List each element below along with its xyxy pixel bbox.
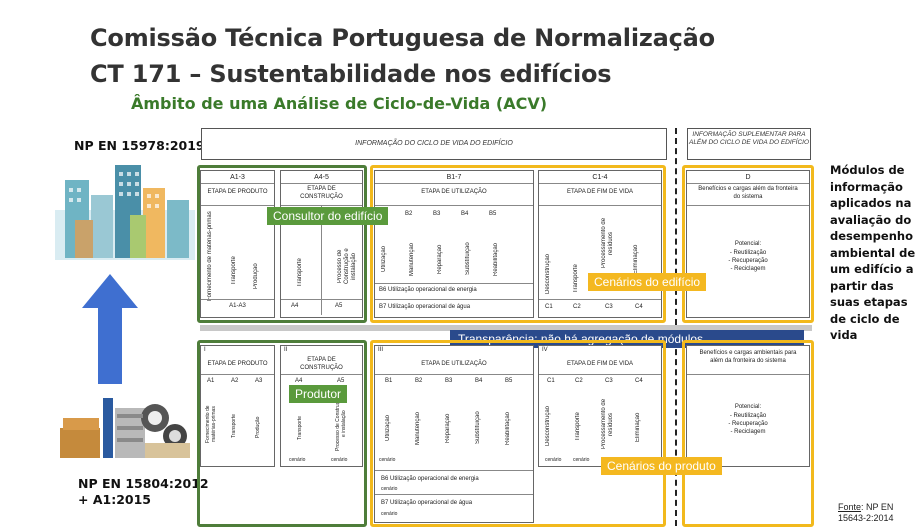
- potential-item: - Reutilização: [729, 250, 767, 256]
- scenario-label: cenário: [289, 457, 306, 463]
- module-code: C3: [605, 378, 613, 384]
- stage-title: ETAPA DE PRODUTO: [207, 361, 268, 367]
- potential-label: Potencial:: [734, 404, 762, 410]
- product-beyond-frame: [682, 340, 814, 527]
- module-code: B5: [489, 211, 497, 217]
- module-b6: B6 Utilização operacional de energia: [381, 476, 479, 482]
- standard-bottom-line1: NP EN 15804:2012: [78, 476, 209, 491]
- producer-frame: [197, 340, 367, 527]
- divider-bar: [200, 325, 812, 331]
- module-code: A5: [337, 378, 345, 384]
- module-code: C3: [605, 304, 613, 310]
- supplementary-header: INFORMAÇÃO SUPLEMENTAR PARA ALÉM DO CICL…: [687, 128, 811, 160]
- potential-item: - Reciclagem: [730, 429, 766, 435]
- right-description: Módulos de informação aplicados na avali…: [830, 163, 916, 342]
- potential-item: - Reciclagem: [730, 266, 766, 272]
- page-title-line2: CT 171 – Sustentabilidade nos edifícios: [90, 60, 612, 88]
- module-code: B1: [385, 378, 393, 384]
- stage-title: ETAPA DE UTILIZAÇÃO: [421, 361, 487, 367]
- potential-item: - Reutilização: [729, 413, 767, 419]
- stage-code: B1-7: [446, 174, 462, 181]
- up-arrow-icon: [82, 274, 138, 384]
- module-b7: B7 Utilização operacional de água: [379, 304, 471, 310]
- module-code: C1: [545, 304, 553, 310]
- source-text: : NP EN 15643-2:2014: [838, 502, 894, 523]
- building-consultant-frame: [197, 165, 367, 323]
- stage-code: A4-5: [314, 174, 329, 181]
- page-subtitle: Âmbito de uma Análise de Ciclo-de-Vida (…: [131, 94, 548, 113]
- stage-code: III: [378, 347, 384, 353]
- module-code: A1: [207, 378, 215, 384]
- product-scenarios-frame: [370, 340, 666, 527]
- module-b6: B6 Utilização operacional de energia: [379, 287, 477, 293]
- building-product-stage: A1-3 ETAPA DE PRODUTO Fornecimento de ma…: [200, 170, 275, 318]
- scenario-label: cenário: [545, 457, 562, 463]
- module-code: C2: [575, 378, 583, 384]
- scenario-label: cenário: [381, 511, 398, 517]
- building-beyond-boundary: D Benefícios e cargas além da fronteira …: [686, 170, 810, 318]
- producer-tag: Produtor: [289, 385, 348, 403]
- module-code: C2: [573, 304, 581, 310]
- source-note: Fonte: NP EN 15643-2:2014: [838, 502, 923, 524]
- module-code: B3: [433, 211, 441, 217]
- product-construction-stage: II ETAPA DE CONSTRUÇÃO A4 A5 Transporte …: [280, 345, 363, 467]
- stage-code: C1-4: [592, 174, 608, 181]
- building-info-header: INFORMAÇÃO DO CICLO DE VIDA DO EDIFÍCIO: [201, 128, 667, 160]
- page-title-line1: Comissão Técnica Portuguesa de Normaliza…: [90, 24, 715, 52]
- standard-bottom-line2: + A1:2015: [78, 492, 151, 507]
- potential-item: - Recuperação: [728, 421, 768, 427]
- module-code: C4: [635, 304, 643, 310]
- source-label: Fonte: [838, 502, 862, 512]
- stage-title: Benefícios e cargas ambientais para além…: [699, 350, 797, 364]
- module-code: B2: [415, 378, 423, 384]
- scenario-label: cenário: [381, 486, 398, 492]
- potential-item: - Recuperação: [728, 258, 768, 264]
- stage-code: I: [204, 347, 206, 353]
- buildings-illustration: [55, 160, 195, 260]
- scenario-label: cenário: [331, 457, 348, 463]
- module-code: B5: [505, 378, 513, 384]
- building-use-stage: B1-7 ETAPA DE UTILIZAÇÃO B2 B3 B4 B5 Uti…: [374, 170, 534, 318]
- building-beyond-frame: [682, 165, 814, 323]
- module-code: B4: [475, 378, 483, 384]
- stage-code: IV: [542, 347, 548, 353]
- stage-title: ETAPA DE CONSTRUÇÃO: [300, 186, 343, 200]
- module-code: B2: [405, 211, 413, 217]
- stage-code: D: [745, 174, 751, 181]
- building-consultant-tag: Consultor do edifício: [267, 207, 389, 225]
- module-code: B3: [445, 378, 453, 384]
- module-code: A2: [231, 378, 239, 384]
- stage-title: Benefícios e cargas além da fronteira do…: [698, 186, 798, 200]
- scenario-label: cenário: [573, 457, 590, 463]
- product-end-of-life-stage: IV ETAPA DE FIM DE VIDA C1 C2 C3 C4 Desc…: [538, 345, 662, 467]
- stage-footer: A1-A3: [229, 303, 246, 309]
- module-code: A3: [255, 378, 263, 384]
- stage-footer: A4: [291, 303, 299, 309]
- product-product-stage: I ETAPA DE PRODUTO A1 A2 A3 Fornecimento…: [200, 345, 275, 467]
- building-scenarios-frame: [370, 165, 666, 323]
- module-code: C1: [547, 378, 555, 384]
- module-code: A4: [295, 378, 303, 384]
- standard-top: NP EN 15978:2019: [74, 138, 205, 153]
- stage-title: ETAPA DE CONSTRUÇÃO: [300, 357, 343, 371]
- stage-title: ETAPA DE FIM DE VIDA: [566, 361, 634, 367]
- stage-title: ETAPA DE UTILIZAÇÃO: [421, 189, 487, 195]
- building-scenarios-tag: Cenários do edifício: [588, 273, 707, 291]
- building-construction-stage: A4-5 ETAPA DE CONSTRUÇÃO Transporte Proc…: [280, 170, 363, 318]
- module-b7: B7 Utilização operacional de água: [381, 500, 473, 506]
- stage-code: II: [284, 347, 288, 353]
- building-end-of-life-stage: C1-4 ETAPA DE FIM DE VIDA Desconstrução …: [538, 170, 662, 318]
- construction-products-illustration: [55, 378, 195, 466]
- stage-title: ETAPA DE PRODUTO: [207, 189, 268, 195]
- potential-label: Potencial:: [734, 241, 762, 247]
- product-beyond-boundary: Benefícios e cargas ambientais para além…: [686, 345, 810, 467]
- product-scenarios-tag: Cenários do produto: [601, 457, 722, 475]
- scenario-label: cenário: [379, 457, 396, 463]
- stage-title: ETAPA DE FIM DE VIDA: [566, 189, 634, 195]
- product-use-stage: III ETAPA DE UTILIZAÇÃO B1 B2 B3 B4 B5 U…: [374, 345, 534, 523]
- stage-footer: A5: [335, 303, 343, 309]
- stage-code: A1-3: [230, 174, 245, 181]
- module-code: B4: [461, 211, 469, 217]
- module-code: C4: [635, 378, 643, 384]
